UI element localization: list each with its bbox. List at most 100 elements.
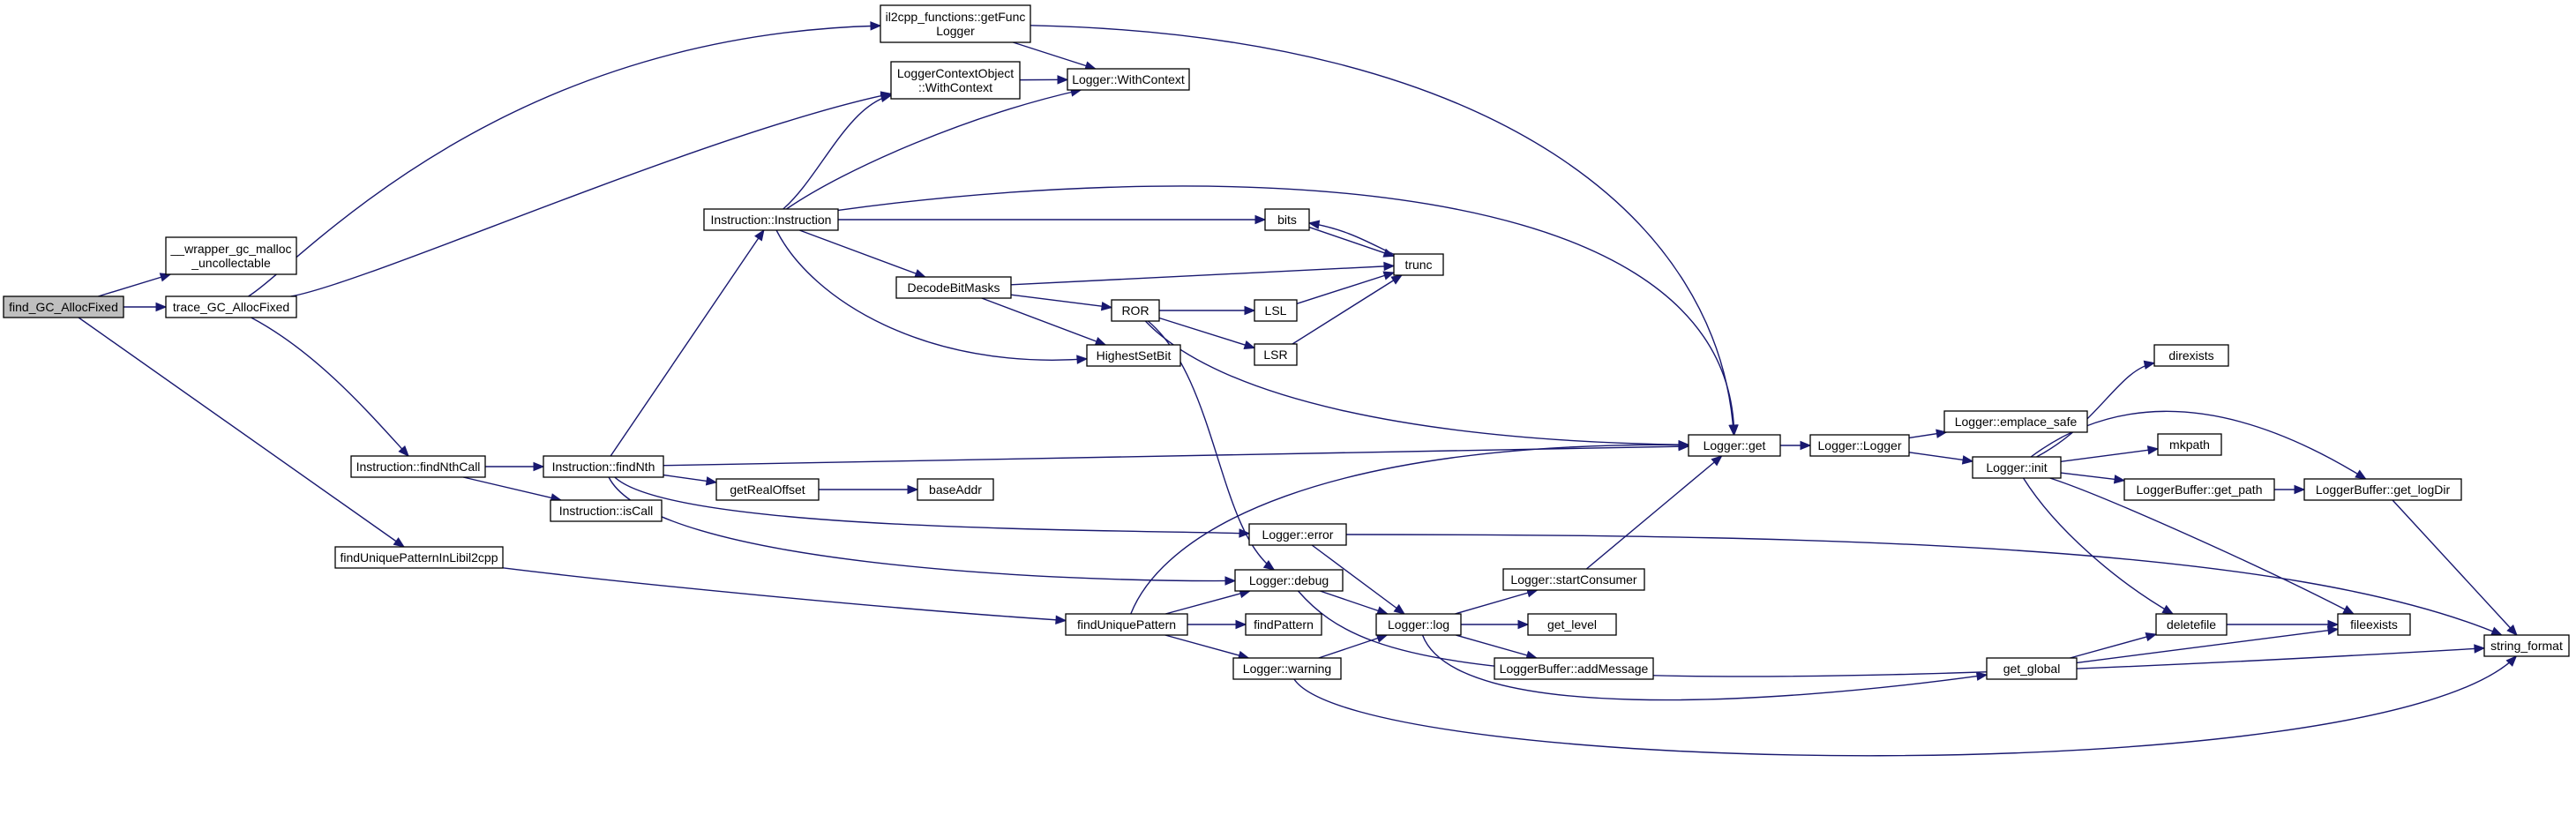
- arrow-head: [2342, 605, 2355, 615]
- edge-findnth-to-getrealoffset: [663, 474, 718, 486]
- node-trace[interactable]: trace_GC_AllocFixed: [165, 295, 297, 318]
- edge-logger_logger-to-emplace_safe: [1908, 429, 1948, 439]
- node-label: DecodeBitMasks: [907, 280, 1000, 295]
- edge-line: [1164, 590, 1251, 615]
- edge-ror-to-lsl: [1159, 305, 1256, 316]
- arrow-head: [2474, 644, 2486, 654]
- node-string_format[interactable]: string_format: [2483, 634, 2570, 657]
- node-logger_init[interactable]: Logger::init: [1972, 456, 2062, 479]
- edge-decodebitmasks-to-highestsetbit: [981, 297, 1107, 346]
- node-find_gc[interactable]: find_GC_AllocFixed: [3, 295, 124, 318]
- node-logger_warning[interactable]: Logger::warning: [1232, 657, 1342, 680]
- node-emplace_safe[interactable]: Logger::emplace_safe: [1943, 410, 2088, 433]
- edge-line: [775, 229, 1088, 361]
- edge-findnth-to-logger_error: [614, 476, 1251, 538]
- edge-lco_withcontext-to-logger_withcontext: [1019, 75, 1069, 85]
- node-label: _uncollectable: [191, 256, 271, 270]
- arrow-head: [1729, 424, 1739, 437]
- node-lb_get_logdir[interactable]: LoggerBuffer::get_logDir: [2303, 478, 2462, 501]
- edge-line: [502, 567, 1067, 622]
- node-finduniquepattern[interactable]: findUniquePattern: [1065, 613, 1188, 636]
- node-deletefile[interactable]: deletefile: [2155, 613, 2228, 636]
- node-logger_debug[interactable]: Logger::debug: [1234, 569, 1344, 592]
- node-startconsumer[interactable]: Logger::startConsumer: [1502, 568, 1645, 591]
- node-baseaddr[interactable]: baseAddr: [917, 478, 994, 501]
- arrow-head: [2326, 625, 2340, 635]
- arrow-head: [1517, 619, 1530, 630]
- node-mkpath[interactable]: mkpath: [2157, 433, 2222, 456]
- node-box: [917, 478, 994, 501]
- arrow-head: [1382, 271, 1396, 280]
- node-lco_withcontext[interactable]: LoggerContextObject::WithContext: [890, 61, 1021, 100]
- edge-logger_init-to-mkpath: [2060, 445, 2160, 463]
- node-iscall[interactable]: Instruction::isCall: [550, 499, 663, 522]
- arrow-head: [2161, 604, 2175, 615]
- node-trunc[interactable]: trunc: [1393, 253, 1444, 276]
- node-lb_get_path[interactable]: LoggerBuffer::get_path: [2123, 478, 2275, 501]
- edge-layer: [78, 21, 2518, 757]
- node-label: mkpath: [2169, 437, 2210, 452]
- edge-find_gc-to-wrapper: [98, 273, 172, 297]
- node-bits[interactable]: bits: [1264, 208, 1310, 231]
- edge-line: [1456, 634, 1537, 659]
- edge-logger_get-to-logger_logger: [1780, 440, 1812, 451]
- node-get_level[interactable]: get_level: [1527, 613, 1617, 636]
- edge-deletefile-to-fileexists: [2227, 619, 2340, 630]
- node-label: LoggerBuffer::get_path: [2137, 482, 2263, 497]
- node-box: [1264, 208, 1310, 231]
- node-label: __wrapper_gc_malloc: [170, 242, 292, 256]
- node-box: [334, 546, 504, 569]
- node-logger_error[interactable]: Logger::error: [1248, 523, 1347, 546]
- edge-line: [1320, 590, 1388, 615]
- edge-instr_ctor-to-logger_get: [837, 185, 1739, 437]
- node-logger_withcontext[interactable]: Logger::WithContext: [1067, 68, 1190, 91]
- node-get_global[interactable]: get_global: [1986, 657, 2078, 680]
- node-instr_ctor[interactable]: Instruction::Instruction: [703, 208, 839, 231]
- node-findnthcall[interactable]: Instruction::findNthCall: [350, 455, 486, 478]
- node-logger_log[interactable]: Logger::log: [1375, 613, 1462, 636]
- edge-line: [1293, 655, 2517, 757]
- node-box: [1986, 657, 2078, 680]
- edge-decodebitmasks-to-trunc: [1010, 261, 1396, 286]
- node-highestsetbit[interactable]: HighestSetBit: [1086, 344, 1181, 367]
- node-findnth[interactable]: Instruction::findNth: [543, 455, 664, 478]
- edge-ror-to-logger_get: [1144, 320, 1690, 450]
- edge-startconsumer-to-logger_get: [1585, 455, 1723, 570]
- node-ror[interactable]: ROR: [1111, 299, 1160, 322]
- node-findunique_lib[interactable]: findUniquePatternInLibil2cpp: [334, 546, 504, 569]
- node-label: trace_GC_AllocFixed: [173, 300, 289, 314]
- node-label: LSR: [1263, 348, 1287, 362]
- edge-ror-to-lsr: [1158, 317, 1256, 350]
- node-label: LoggerBuffer::addMessage: [1500, 662, 1649, 676]
- node-label: Logger::warning: [1243, 662, 1331, 676]
- node-wrapper[interactable]: __wrapper_gc_malloc_uncollectable: [165, 236, 297, 275]
- edge-line: [1164, 634, 1249, 659]
- node-box: [1254, 343, 1298, 366]
- node-logger_get[interactable]: Logger::get: [1688, 434, 1781, 457]
- arrow-head: [2490, 626, 2503, 636]
- node-addmessage[interactable]: LoggerBuffer::addMessage: [1494, 657, 1654, 680]
- node-getrealoffset[interactable]: getRealOffset: [715, 478, 820, 501]
- arrow-head: [2355, 469, 2367, 480]
- node-box: [2153, 344, 2229, 367]
- node-decodebitmasks[interactable]: DecodeBitMasks: [895, 276, 1012, 299]
- node-direxists[interactable]: direxists: [2153, 344, 2229, 367]
- node-logger_logger[interactable]: Logger::Logger: [1809, 434, 1910, 457]
- edge-instr_ctor-to-lco_withcontext: [783, 93, 893, 210]
- edge-line: [1130, 444, 1689, 615]
- edge-get_global-to-deletefile: [2070, 632, 2158, 659]
- edge-line: [614, 476, 1250, 535]
- node-lsl[interactable]: LSL: [1254, 299, 1298, 322]
- node-findpattern[interactable]: findPattern: [1245, 613, 1322, 636]
- node-label: Instruction::isCall: [559, 504, 654, 518]
- edge-logger_log-to-get_global: [1421, 634, 1988, 701]
- edge-il2cpp_getfunc-to-logger_withcontext: [1013, 41, 1097, 71]
- node-lsr[interactable]: LSR: [1254, 343, 1298, 366]
- node-box: [1111, 299, 1160, 322]
- node-fileexists[interactable]: fileexists: [2337, 613, 2411, 636]
- node-box: [2123, 478, 2275, 501]
- edge-lsr-to-trunc: [1292, 274, 1404, 345]
- node-box: [2303, 478, 2462, 501]
